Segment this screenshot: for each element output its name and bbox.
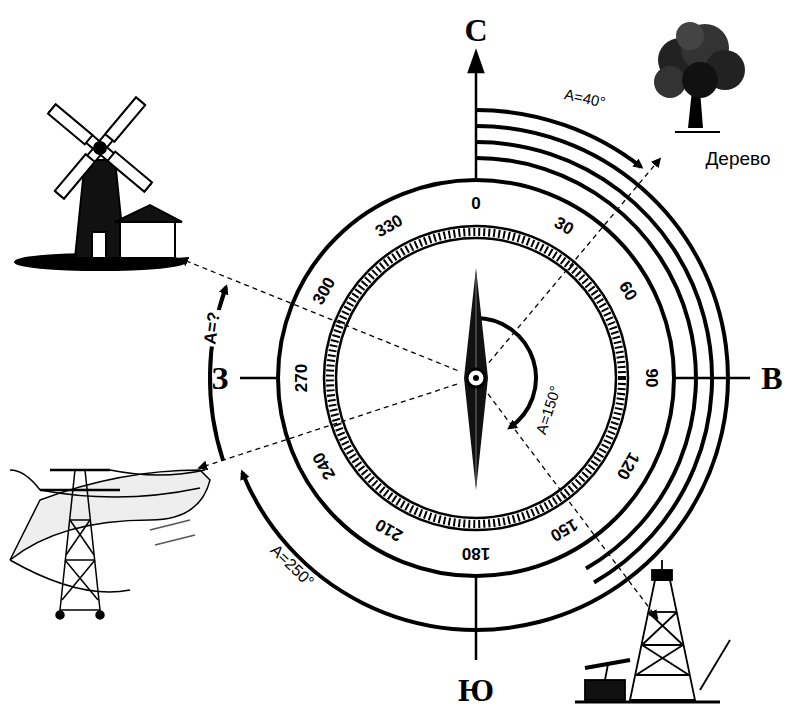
oil-derrick-picture — [575, 560, 730, 702]
power-line-picture — [10, 470, 210, 619]
windmill-picture — [13, 61, 188, 270]
dial-number: 90 — [643, 369, 660, 388]
azimuth-arc — [476, 158, 696, 569]
sight-line — [488, 394, 657, 618]
compass-needle — [464, 268, 488, 490]
cardinal-letter: З — [212, 362, 229, 394]
sight-line — [200, 384, 457, 467]
sight-line — [489, 160, 659, 363]
cardinal-axes — [240, 52, 750, 660]
dial-number: 270 — [293, 364, 310, 392]
tree-picture — [654, 22, 745, 132]
compass-dial — [278, 180, 674, 576]
dial-number: 180 — [462, 545, 490, 562]
dial-number: 0 — [471, 195, 480, 212]
object-name: Дерево — [703, 148, 772, 169]
sight-line — [181, 259, 457, 371]
cardinal-letter: В — [761, 362, 782, 394]
azimuth-label: A=40° — [561, 85, 609, 111]
azimuth-arc — [242, 126, 728, 630]
cardinal-letter: С — [464, 14, 487, 46]
cardinal-letter: Ю — [458, 674, 494, 706]
azimuth-arc — [476, 142, 712, 582]
azimuth-label: A=? — [200, 309, 224, 348]
